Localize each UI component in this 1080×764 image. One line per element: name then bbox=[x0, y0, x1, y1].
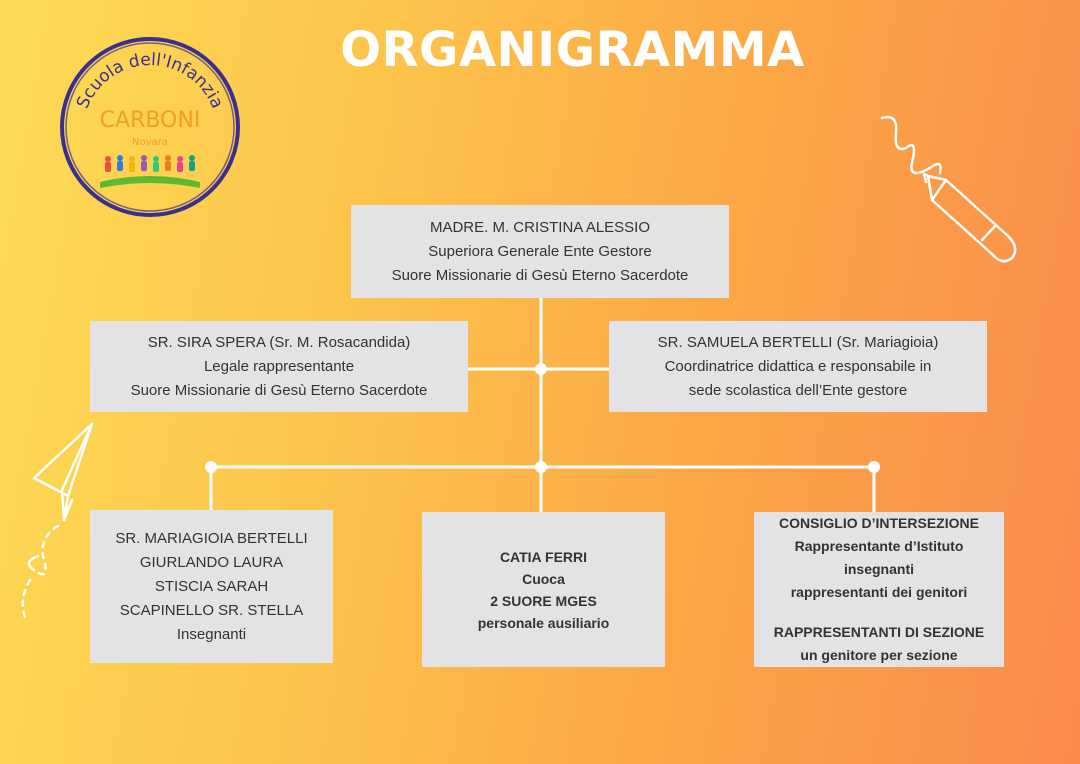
middle-right-role-1: Coordinatrice didattica e responsabile i… bbox=[664, 357, 932, 375]
consiglio-line-2: insegnanti bbox=[843, 561, 914, 577]
bottom-left-box-insegnanti: SR. MARIAGIOIA BERTELLI GIURLANDO LAURA … bbox=[90, 510, 333, 663]
auxiliary-role: personale ausiliario bbox=[477, 614, 610, 631]
school-logo: Scuola dell'Infanzia CARBONI Novara bbox=[55, 32, 245, 222]
sezione-line: un genitore per sezione bbox=[800, 647, 958, 663]
auxiliary-name: 2 SUORE MGES bbox=[490, 592, 597, 609]
middle-left-org: Suore Missionarie di Gesù Eterno Sacerdo… bbox=[130, 381, 428, 399]
middle-left-box-legale: SR. SIRA SPERA (Sr. M. Rosacandida) Lega… bbox=[90, 321, 468, 412]
children-illustration bbox=[100, 155, 200, 188]
consiglio-line-3: rappresentanti dei genitori bbox=[790, 584, 968, 600]
teacher-4: SCAPINELLO SR. STELLA bbox=[119, 601, 304, 619]
consiglio-line-1: Rappresentante d’Istituto bbox=[794, 538, 964, 554]
teacher-2: GIURLANDO LAURA bbox=[139, 553, 284, 571]
middle-left-name: SR. SIRA SPERA (Sr. M. Rosacandida) bbox=[147, 333, 411, 351]
top-box-superiora: MADRE. M. CRISTINA ALESSIO Superiora Gen… bbox=[351, 205, 729, 298]
left-junction-dot bbox=[205, 461, 217, 473]
bottom-center-box-personale: CATIA FERRI Cuoca 2 SUORE MGES personale… bbox=[422, 512, 665, 667]
middle-right-role-2: sede scolastica dell’Ente gestore bbox=[688, 381, 908, 399]
middle-left-role: Legale rappresentante bbox=[203, 357, 355, 375]
paper-plane-icon bbox=[21, 422, 94, 622]
sezione-title: RAPPRESENTANTI DI SEZIONE bbox=[773, 624, 985, 640]
middle-right-box-coordinatrice: SR. SAMUELA BERTELLI (Sr. Mariagioia) Co… bbox=[609, 321, 987, 412]
cook-name: CATIA FERRI bbox=[499, 548, 588, 565]
cook-role: Cuoca bbox=[522, 570, 565, 587]
top-box-role: Superiora Generale Ente Gestore bbox=[428, 242, 652, 260]
consiglio-title: CONSIGLIO D’INTERSEZIONE bbox=[779, 515, 979, 531]
logo-school-name: CARBONI bbox=[100, 108, 201, 133]
logo-city: Novara bbox=[132, 137, 168, 148]
center-junction-dot bbox=[535, 461, 547, 473]
right-junction-dot bbox=[868, 461, 880, 473]
top-box-name: MADRE. M. CRISTINA ALESSIO bbox=[429, 218, 651, 236]
middle-junction-dot bbox=[535, 363, 547, 375]
teacher-3: STISCIA SARAH bbox=[154, 577, 269, 595]
top-box-org: Suore Missionarie di Gesù Eterno Sacerdo… bbox=[391, 266, 689, 284]
page-title: ORGANIGRAMMA bbox=[340, 22, 805, 78]
teacher-1: SR. MARIAGIOIA BERTELLI bbox=[115, 529, 308, 547]
teachers-role: Insegnanti bbox=[176, 625, 247, 643]
middle-right-name: SR. SAMUELA BERTELLI (Sr. Mariagioia) bbox=[657, 333, 939, 351]
bottom-right-box-consiglio: CONSIGLIO D’INTERSEZIONE Rappresentante … bbox=[754, 512, 1004, 667]
pencil-icon bbox=[880, 115, 1017, 263]
